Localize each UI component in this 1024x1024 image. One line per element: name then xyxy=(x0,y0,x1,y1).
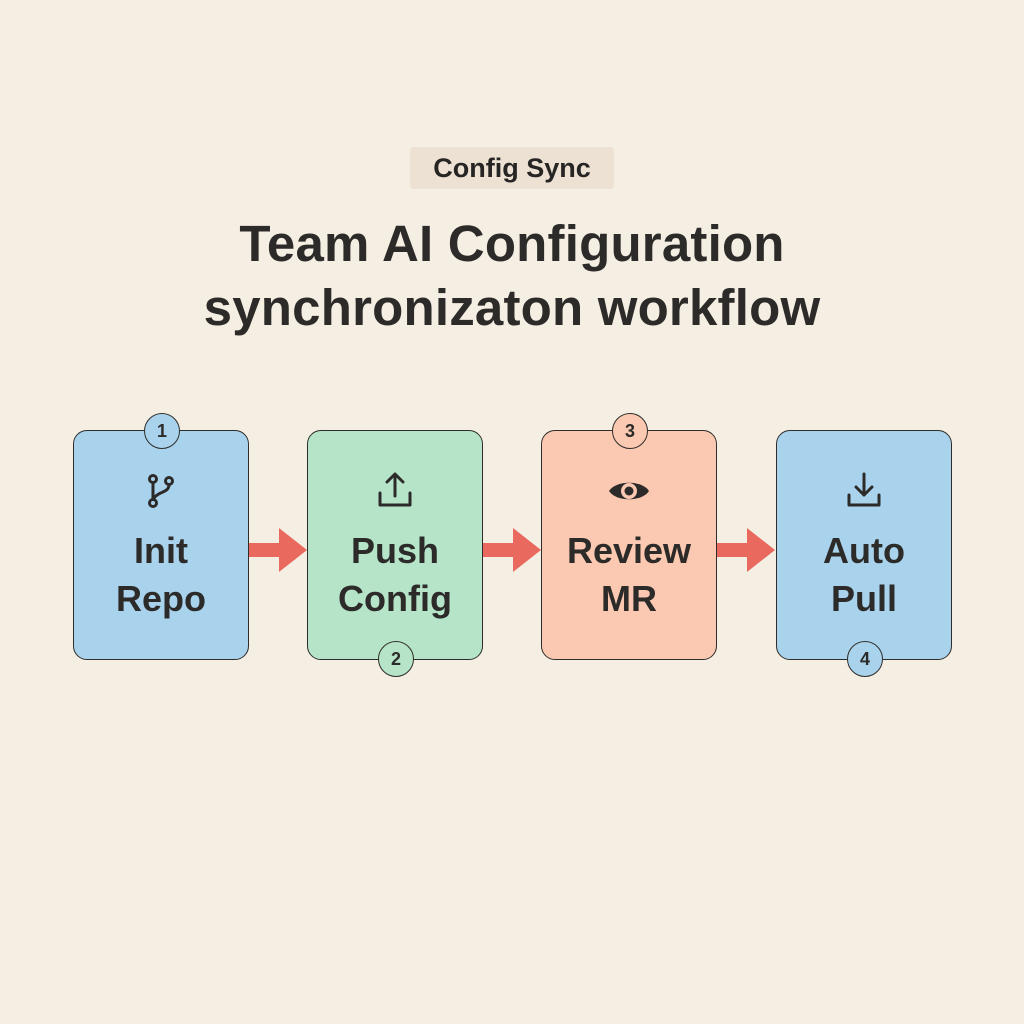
step-init-repo: 1 Init Repo xyxy=(73,413,249,660)
page-title: Team AI Configuration synchronizaton wor… xyxy=(0,212,1024,340)
step-label: Review MR xyxy=(542,527,716,623)
step-number-badge: 3 xyxy=(612,413,648,449)
title-line-1: Team AI Configuration xyxy=(239,215,785,272)
flow-arrow xyxy=(249,528,307,572)
download-icon xyxy=(847,472,881,507)
title-line-2: synchronizaton workflow xyxy=(203,279,821,336)
step-push-config: 2 Push Config xyxy=(307,430,483,677)
step-label: Auto Pull xyxy=(777,527,951,623)
step-number-badge: 4 xyxy=(847,641,883,677)
step-label-line-1: Push xyxy=(350,530,439,571)
step-number-badge: 2 xyxy=(378,641,414,677)
step-label-line-1: Review xyxy=(566,530,692,571)
category-tag: Config Sync xyxy=(410,147,614,189)
git-branch-icon xyxy=(148,474,174,508)
step-label-line-2: Config xyxy=(338,578,452,619)
upload-icon xyxy=(378,472,412,507)
eye-icon xyxy=(609,482,649,500)
flow-arrow xyxy=(483,528,541,572)
step-label-line-1: Init xyxy=(134,530,188,571)
step-label: Push Config xyxy=(308,527,482,623)
step-label-line-2: Repo xyxy=(116,578,206,619)
step-number-badge: 1 xyxy=(144,413,180,449)
step-label-line-1: Auto xyxy=(823,530,905,571)
step-label-line-2: Pull xyxy=(830,578,897,619)
step-review-mr: 3 Review MR xyxy=(541,413,717,660)
step-label: Init Repo xyxy=(74,527,248,623)
step-auto-pull: 4 Auto Pull xyxy=(776,430,952,677)
flow-arrow xyxy=(717,528,775,572)
step-label-line-2: MR xyxy=(601,578,657,619)
